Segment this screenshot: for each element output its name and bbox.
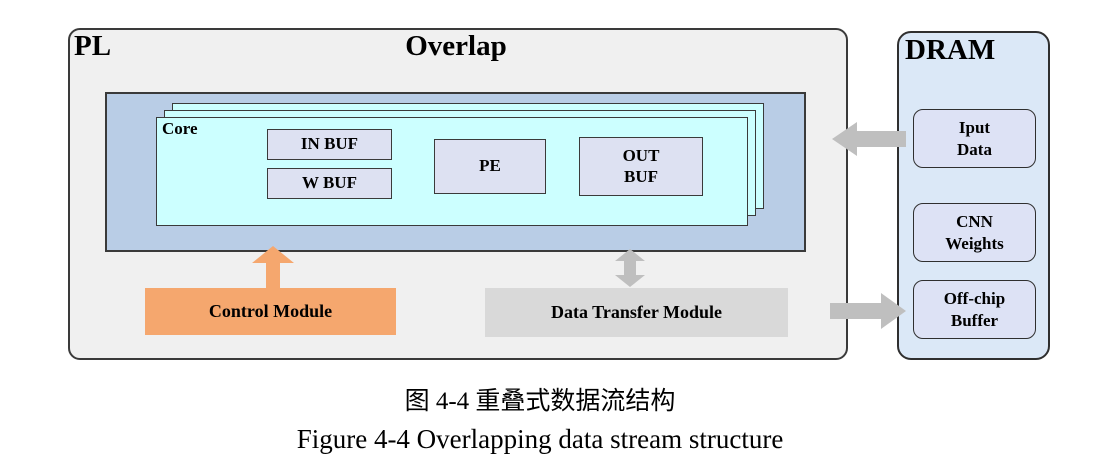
dram-label: DRAM bbox=[905, 34, 996, 66]
core-label: Core bbox=[162, 119, 198, 138]
caption-english: Figure 4-4 Overlapping data stream struc… bbox=[296, 424, 784, 454]
w-buf-box: W BUF bbox=[267, 168, 392, 199]
control-module: Control Module bbox=[145, 288, 396, 335]
out-buf-box: OUT BUF bbox=[579, 137, 703, 196]
off-chip-buffer-box: Off-chip Buffer bbox=[913, 280, 1036, 339]
caption-chinese: 图 4-4 重叠式数据流结构 bbox=[404, 388, 676, 415]
input-data-box: Iput Data bbox=[913, 109, 1036, 168]
data-transfer-module: Data Transfer Module bbox=[485, 288, 788, 337]
in-buf-box: IN BUF bbox=[267, 129, 392, 160]
pl-label: PL bbox=[74, 30, 112, 62]
overlap-title: Overlap bbox=[405, 30, 507, 62]
pe-box: PE bbox=[434, 139, 546, 194]
cnn-weights-box: CNN Weights bbox=[913, 203, 1036, 262]
